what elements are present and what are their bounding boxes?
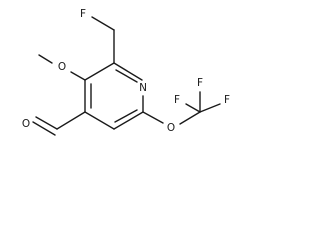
bond-o-cf3 (179, 111, 201, 125)
atom-label-f-right: F (224, 94, 230, 106)
bond-c2-n-inner (115, 69, 138, 83)
bond-c4-cho (56, 111, 86, 130)
atom-label-o-ether: O (167, 122, 175, 134)
atom-label-o-aldehyde: O (22, 118, 30, 130)
molecule-structure: F O N O O F F F (22, 8, 230, 136)
atom-label-o-methoxy: O (58, 61, 66, 73)
bond-cho-o (35, 116, 58, 130)
bond-c3-o (70, 71, 86, 81)
bond-ch2-f (91, 16, 115, 31)
atom-label-n-ring: N (139, 82, 147, 94)
bond-c6-c5 (113, 111, 144, 130)
bond-c2-c3 (84, 62, 115, 81)
bond-c6-c5-inner (114, 109, 138, 123)
bond-o-ch3 (38, 54, 53, 64)
bond-c5-c4 (84, 111, 115, 130)
bond-cho-o-double (32, 121, 56, 136)
atom-label-f-top: F (197, 77, 203, 89)
bond-cf3-f-right (199, 103, 221, 113)
bond-cf3-f-left (185, 103, 201, 113)
bond-c2-n (113, 62, 143, 81)
bond-c6-o (142, 111, 164, 124)
atom-label-f-left: F (174, 94, 180, 106)
atom-label-f-methyl: F (80, 8, 86, 20)
